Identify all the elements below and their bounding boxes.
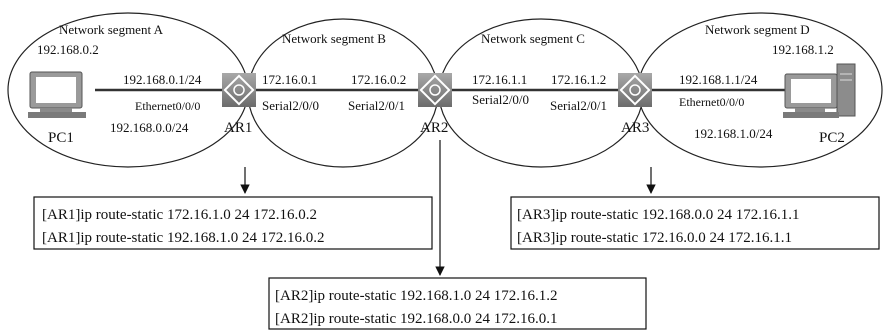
ar2-serial-c-if: Serial2/0/0 [472, 92, 529, 107]
ar3-eth-ip: 192.168.1.1/24 [679, 72, 758, 87]
ar2-serial-c-ip: 172.16.1.1 [472, 72, 527, 87]
ar1-eth-ip: 192.168.0.1/24 [123, 72, 202, 87]
ar2-command-box [268, 277, 647, 330]
ar2-command-2: [AR2]ip route-static 192.168.0.0 24 172.… [275, 311, 557, 327]
router-icon [222, 73, 256, 107]
ar3-serial-c-ip: 172.16.1.2 [551, 72, 606, 87]
ar3-command-1: [AR3]ip route-static 192.168.0.0 24 172.… [517, 207, 799, 223]
net-d: 192.168.1.0/24 [694, 126, 773, 141]
ar1-serial-if: Serial2/0/0 [262, 98, 319, 113]
ar3-serial-c-if: Serial2/0/1 [550, 98, 607, 113]
pc2-label: PC2 [819, 130, 845, 146]
router-icon [418, 73, 452, 107]
ar2-command-1: [AR2]ip route-static 192.168.1.0 24 172.… [275, 288, 557, 304]
ar1-label: AR1 [224, 120, 252, 136]
net-a: 192.168.0.0/24 [110, 120, 189, 135]
pc-icon [28, 71, 86, 118]
ar1-command-box [33, 196, 433, 250]
ar1-command-1: [AR1]ip route-static 172.16.1.0 24 172.1… [42, 207, 317, 223]
ar2-label: AR2 [420, 120, 448, 136]
ar2-serial-b-if: Serial2/0/1 [348, 98, 405, 113]
ar1-command-2: [AR1]ip route-static 192.168.1.0 24 172.… [42, 230, 324, 246]
segment-c-label: Network segment C [481, 31, 585, 46]
ar1-eth-if: Ethernet0/0/0 [135, 99, 200, 113]
router-icon [618, 73, 652, 107]
ar1-serial-ip: 172.16.0.1 [262, 72, 317, 87]
ar3-command-2: [AR3]ip route-static 172.16.0.0 24 172.1… [517, 230, 792, 246]
ar2-serial-b-ip: 172.16.0.2 [351, 72, 406, 87]
ar3-label: AR3 [621, 120, 649, 136]
pc-icon [783, 63, 856, 118]
ar3-command-box [510, 196, 880, 250]
segment-a-label: Network segment A [59, 22, 164, 37]
pc1-ip: 192.168.0.2 [37, 42, 99, 57]
pc2-ip: 192.168.1.2 [772, 42, 834, 57]
segment-b-label: Network segment B [282, 31, 386, 46]
ar3-eth-if: Ethernet0/0/0 [679, 95, 744, 109]
pc1-label: PC1 [48, 130, 74, 146]
segment-d-label: Network segment D [705, 22, 810, 37]
